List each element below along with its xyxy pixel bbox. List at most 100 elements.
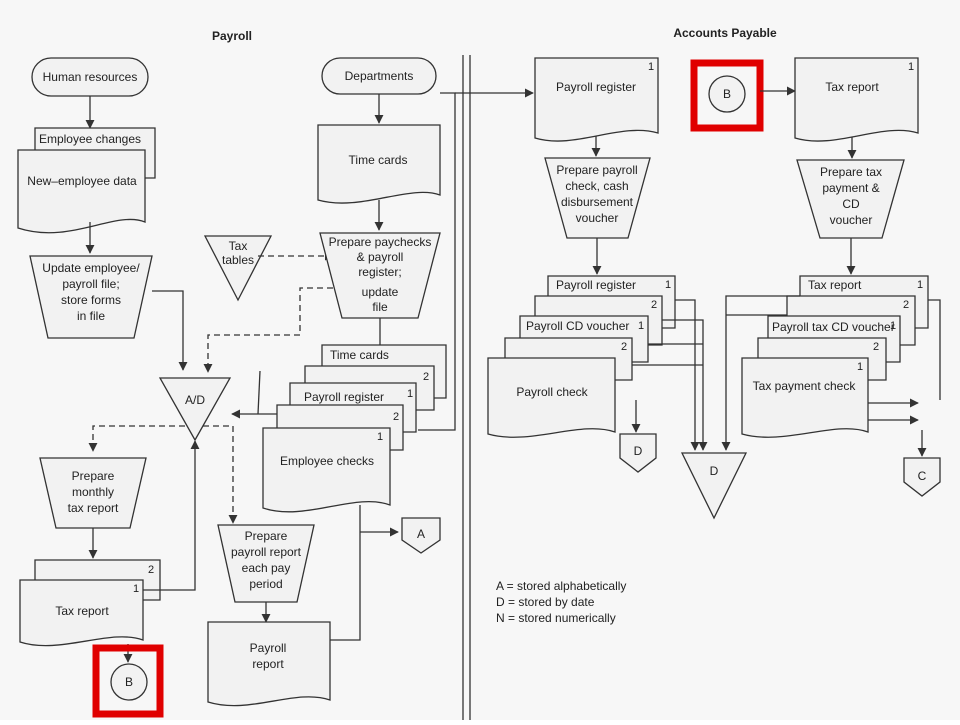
ad-file-label: A/D (185, 393, 205, 407)
connector-b-label: B (723, 87, 731, 101)
file-d-small-label: D (634, 444, 643, 458)
prepare-paychecks-line: register; (358, 265, 401, 279)
payroll-check-process-line: voucher (576, 211, 619, 225)
stack-label: Tax report (808, 278, 862, 292)
copy-number: 1 (857, 361, 863, 373)
flow-arrow (143, 440, 200, 591)
tax-payment-process-line: CD (842, 197, 860, 211)
file-d-large-label: D (710, 464, 719, 478)
payroll-check-process-line: Prepare payroll (556, 163, 637, 177)
prepare-paychecks-line: Prepare paychecks (329, 235, 432, 249)
payroll-report-document: Payroll report (207, 621, 331, 707)
flow-line (330, 532, 361, 641)
payroll-report-line: report (252, 657, 284, 671)
ap-payroll-register-label: Payroll register (556, 80, 636, 94)
flow-arrow (152, 290, 188, 371)
dashed-flow-arrow (203, 425, 238, 524)
human-resources-terminal: Human resources (31, 57, 149, 97)
legend-item: D = stored by date (496, 595, 595, 609)
update-payroll-file-process: Update employee/ payroll file; store for… (29, 255, 153, 339)
monthly-tax-line: Prepare (72, 469, 115, 483)
new-employee-data-label: New–employee data (27, 174, 137, 188)
copy-number: 1 (648, 61, 654, 73)
payroll-report-process-line: payroll report (231, 545, 302, 559)
copy-number: 1 (665, 279, 671, 291)
time-cards-label: Time cards (349, 153, 408, 167)
file-c: C (903, 457, 941, 497)
update-file-line: Update employee/ (42, 261, 140, 275)
tax-tables-file: Tax tables (203, 235, 273, 302)
file-a: A (401, 517, 441, 554)
prepare-payroll-check-process: Prepare payroll check, cash disbursement… (544, 157, 651, 239)
payroll-check-process-line: disbursement (561, 195, 634, 209)
ad-file: A/D (158, 377, 232, 442)
tax-payment-check-document (741, 357, 869, 438)
copy-number: 2 (903, 299, 909, 311)
employee-checks-label: Employee checks (280, 454, 374, 468)
employee-checks-document (262, 427, 391, 513)
tax-report-document (19, 579, 144, 647)
legend-item: N = stored numerically (496, 611, 616, 625)
payroll-tax-report-stack: 2 1 Tax report (19, 559, 161, 647)
payroll-output-stack: Time cards 2 Payroll register 1 2 1 Empl… (262, 344, 447, 513)
accounts-payable-header: Accounts Payable (673, 26, 777, 40)
flow-arrow (675, 299, 700, 451)
copy-number: 1 (133, 583, 139, 595)
ap-tax-report-document: 1 Tax report (794, 57, 919, 142)
payroll-report-process-line: Prepare (245, 529, 288, 543)
file-a-label: A (417, 527, 425, 541)
copy-number: 1 (407, 388, 413, 400)
ap-tax-report-label: Tax report (825, 80, 879, 94)
tax-payment-check-label: Tax payment check (753, 379, 857, 393)
copy-number: 2 (651, 299, 657, 311)
flow-line (257, 370, 261, 415)
file-d-large: D (680, 452, 748, 520)
payroll-report-line: Payroll (250, 641, 287, 655)
copy-number: 1 (890, 320, 896, 332)
payroll-report-process-line: period (249, 577, 282, 591)
employee-changes-label: Employee changes (39, 132, 141, 146)
tax-tables-line: tables (222, 253, 254, 267)
connector-b-ap: B (690, 59, 764, 132)
tax-payment-process-line: payment & (822, 181, 879, 195)
payroll-header: Payroll (212, 29, 252, 43)
copy-number: 1 (917, 279, 923, 291)
stack-label: Payroll register (556, 278, 636, 292)
tax-report-label: Tax report (55, 604, 109, 618)
update-file-line: in file (77, 309, 105, 323)
flow-line (928, 299, 941, 400)
legend: A = stored alphabetically D = stored by … (496, 579, 626, 625)
dashed-flow-arrow (88, 425, 185, 452)
file-d-small: D (619, 433, 657, 473)
copy-number: 2 (148, 564, 154, 576)
copy-number: 1 (377, 431, 383, 443)
payroll-report-process-line: each pay (242, 561, 291, 575)
monthly-tax-line: tax report (68, 501, 119, 515)
departments-terminal: Departments (321, 57, 437, 95)
prepare-payroll-report-process: Prepare payroll report each pay period (217, 524, 315, 603)
payroll-check-label: Payroll check (516, 385, 588, 399)
time-cards-output-label: Time cards (330, 348, 389, 362)
dashed-flow-arrow (203, 287, 333, 373)
ap-payroll-stack: Payroll register 1 2 Payroll CD voucher … (487, 275, 676, 438)
flow-arrow (721, 295, 800, 451)
update-file-line: store forms (61, 293, 121, 307)
highlight-box (92, 644, 164, 718)
connector-b-label: B (125, 675, 133, 689)
prepare-paychecks-process: Prepare paychecks & payroll register; up… (319, 232, 441, 319)
prepare-tax-payment-process: Prepare tax payment & CD voucher (796, 159, 905, 239)
prepare-paychecks-line: file (372, 300, 388, 314)
highlight-box (690, 59, 764, 132)
connector-b-payroll: B (92, 644, 164, 718)
copy-number: 2 (423, 371, 429, 383)
ap-payroll-register-document: 1 Payroll register (534, 57, 659, 142)
human-resources-label: Human resources (43, 70, 138, 84)
payroll-check-process-line: check, cash (565, 179, 628, 193)
ap-tax-stack: Tax report 1 2 Payroll tax CD voucher 1 … (741, 275, 929, 438)
stack-label: Payroll tax CD voucher (772, 320, 895, 334)
prepare-paychecks-line: update (362, 285, 399, 299)
copy-number: 2 (393, 411, 399, 423)
prepare-monthly-tax-process: Prepare monthly tax report (39, 457, 147, 529)
copy-number: 1 (638, 320, 644, 332)
